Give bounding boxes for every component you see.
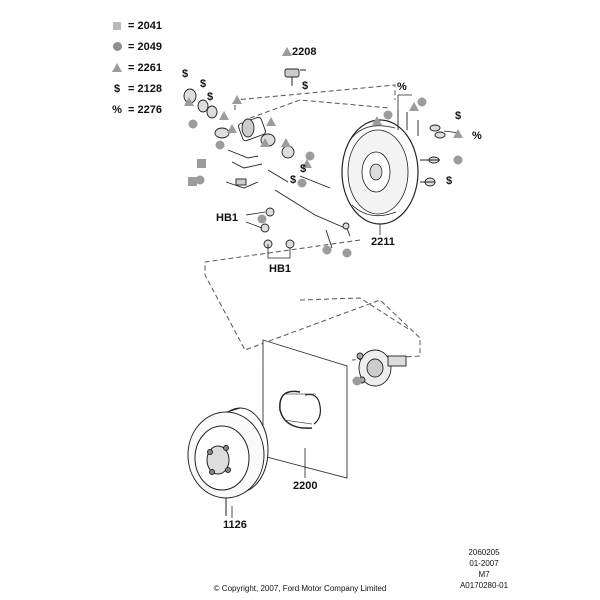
reference-line: A0170280-01	[459, 581, 509, 590]
dollar-symbol: $	[113, 82, 121, 95]
dashed-connector-lines	[204, 84, 421, 361]
legend: = 2041 = 2049 = 2261 $ = 2128 % = 2276	[110, 15, 162, 120]
part-markers	[184, 47, 463, 386]
legend-value: 2261	[137, 61, 162, 74]
percent-marker: %	[397, 81, 407, 93]
legend-row: = 2261	[110, 57, 162, 78]
legend-value: 2041	[137, 19, 162, 32]
legend-value: 2128	[137, 82, 162, 95]
circle-icon	[110, 40, 124, 54]
hb1-fittings	[260, 207, 351, 249]
callout-1126: 1126	[223, 519, 247, 531]
dollar-marker: $	[200, 78, 207, 90]
percent-symbol: %	[112, 103, 122, 116]
wheel-cylinder-assembly	[183, 68, 346, 229]
legend-value: 2276	[137, 103, 162, 116]
dollar-marker: $	[302, 80, 309, 92]
callout-2211: 2211	[371, 236, 395, 248]
reference-line: 01-2007	[469, 559, 499, 568]
square-icon	[110, 19, 124, 33]
copyright-notice: © Copyright, 2007, Ford Motor Company Li…	[213, 584, 387, 593]
reference-block: 2060205 01-2007 M7 A0170280-01	[452, 547, 516, 591]
reference-line: M7	[478, 570, 490, 579]
brake-shoe-panel	[262, 339, 348, 479]
right-fasteners	[397, 110, 446, 187]
triangle-icon	[110, 61, 124, 75]
brake-drum-1126	[187, 407, 269, 516]
dollar-marker: $	[300, 163, 307, 175]
legend-value: 2049	[137, 40, 162, 53]
leader-lines	[231, 78, 461, 518]
legend-row: % = 2276	[110, 99, 162, 120]
dollar-marker: $	[446, 175, 453, 187]
dollar-marker: $	[207, 91, 214, 103]
callout-hb1-bottom: HB1	[269, 263, 292, 275]
dollar-marker: $	[182, 68, 189, 80]
legend-row: = 2041	[110, 15, 162, 36]
callout-hb1-left: HB1	[216, 212, 239, 224]
legend-row: = 2049	[110, 36, 162, 57]
legend-row: $ = 2128	[110, 78, 162, 99]
callout-2200: 2200	[293, 480, 318, 492]
callout-2208: 2208	[292, 46, 317, 58]
dollar-marker: $	[290, 174, 297, 186]
percent-marker: %	[472, 130, 482, 142]
backing-plate-2211	[341, 119, 419, 225]
reference-line: 2060205	[468, 548, 500, 557]
hub-assembly	[356, 349, 407, 387]
dollar-marker: $	[455, 110, 462, 122]
